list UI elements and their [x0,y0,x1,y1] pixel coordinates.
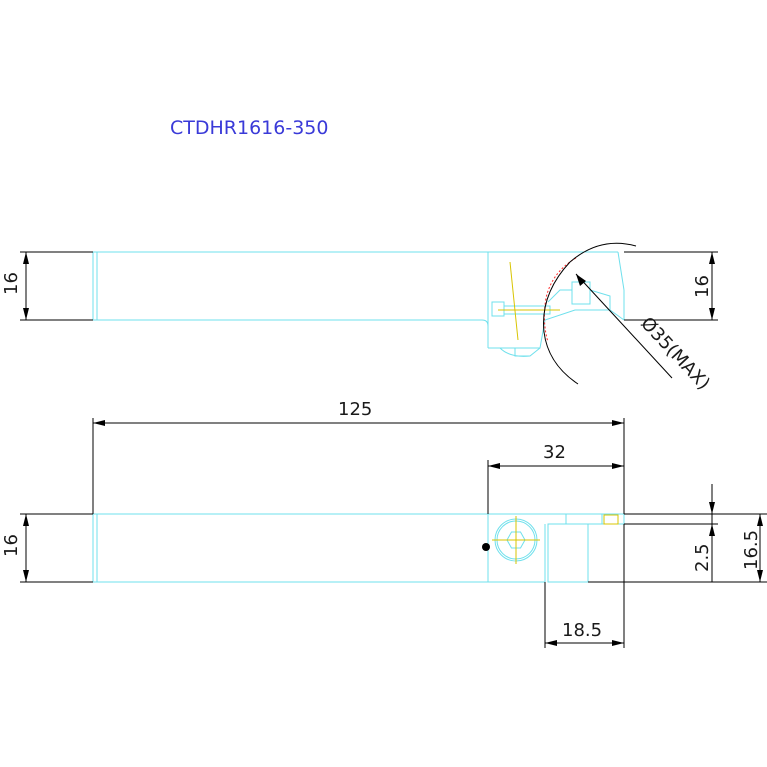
dim-right-offset: 2.5 [692,543,713,572]
dim-top-right-16: 16 [692,275,713,298]
side-view-dimensions: 125 32 16 2.5 16.5 18.5 [1,399,767,648]
dim-top-left-16: 16 [1,272,22,295]
dim-side-left-16: 16 [1,534,22,557]
top-view [92,242,637,385]
dim-right-height: 16.5 [741,530,762,570]
dim-bottom-width: 18.5 [562,620,602,641]
dim-head-length: 32 [543,442,566,463]
top-view-dimensions: 16 16 Ø35(MAX) [1,251,718,394]
dim-cut-diameter: Ø35(MAX) [636,313,714,394]
dim-overall-length: 125 [338,399,372,420]
side-view [92,513,625,583]
drawing-title: CTDHR1616-350 [170,117,328,139]
